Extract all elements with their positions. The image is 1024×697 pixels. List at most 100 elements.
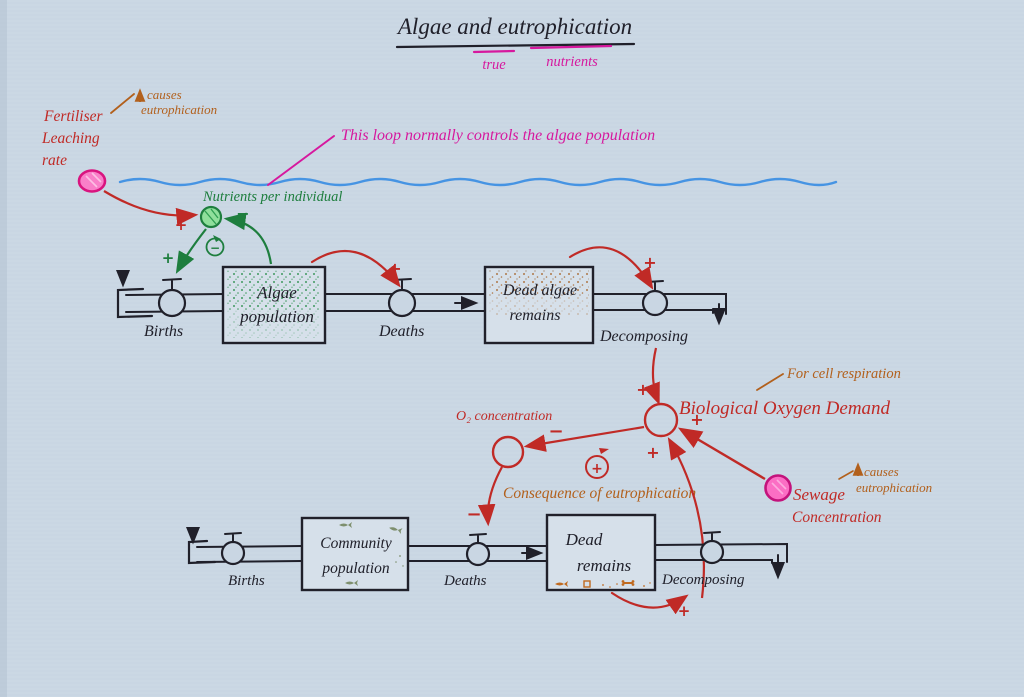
- title-underline: [395, 42, 636, 49]
- link-deadalgae-to-decomposing: [568, 246, 654, 290]
- deaths-valve: [465, 541, 491, 567]
- polarity-sign: −: [236, 204, 249, 223]
- community-flow-diagram: Community population Dead remains Births…: [186, 513, 788, 620]
- consequence-label: Consequence of eutrophication: [503, 485, 696, 502]
- births-flow-label: Births: [144, 323, 183, 340]
- oxygen-network-group: + Biological Oxygen Demand For cell resp…: [456, 347, 932, 599]
- nutrients-loop-group: Nutrients per individual + + − −: [103, 189, 342, 274]
- link-fertiliser-to-nutrients: [103, 190, 199, 226]
- link-decomposing-to-bod: [643, 347, 660, 406]
- polarity-sign: +: [678, 602, 691, 620]
- loop-note-group: This loop normally controls the algae po…: [267, 127, 655, 186]
- decomposing-valve: [641, 289, 669, 317]
- nutrients-label: Nutrients per individual: [202, 189, 342, 205]
- births-valve-handle: [224, 532, 242, 543]
- reinforcing-loop-icon: [585, 455, 609, 479]
- balancing-loop-sign: −: [210, 241, 220, 255]
- algae-flow-diagram: Algae population Dead algae remains Birt…: [116, 246, 727, 345]
- causes-right-line2: eutrophication: [856, 480, 932, 495]
- polarity-sign: +: [388, 259, 401, 278]
- algae-stipple: [227, 270, 321, 310]
- bod-node: [643, 402, 679, 438]
- loop-note-pointer-line: [267, 135, 335, 186]
- decomposing-valve-handle: [703, 531, 721, 542]
- deaths-flow-label: Deaths: [443, 573, 487, 589]
- sewage-circle-hatch: [771, 479, 787, 495]
- etymology-underline-nutrients: [529, 44, 613, 50]
- polarity-sign: +: [690, 410, 703, 429]
- fertiliser-group: Fertiliser Leaching rate causes eutrophi…: [41, 87, 217, 193]
- link-bod-to-o2: [523, 425, 645, 452]
- etymology-true-label: true: [482, 57, 506, 73]
- reinforcing-loop-sign: +: [591, 461, 603, 477]
- decomposing-valve: [699, 539, 725, 565]
- births-valve: [220, 540, 246, 566]
- dead-remains-label-line2: remains: [577, 556, 632, 575]
- balancing-loop-arrowhead: [213, 235, 221, 242]
- decomposing-flow-label: Decomposing: [661, 572, 745, 588]
- bod-label: Biological Oxygen Demand: [679, 398, 891, 419]
- births-flow-label: Births: [228, 573, 265, 589]
- fertiliser-label-line2: Leaching: [41, 130, 100, 147]
- births-valve: [157, 288, 187, 318]
- link-nutrients-to-births: [175, 228, 207, 274]
- flow-pipe: [196, 545, 303, 563]
- deaths-flow-label: Deaths: [378, 323, 424, 340]
- community-fish-doodles: [339, 522, 404, 586]
- nutrients-circle-hatch: [204, 208, 219, 225]
- algae-stock-label-line2: population: [239, 307, 314, 326]
- water-surface-wave: [118, 177, 838, 187]
- polarity-sign: +: [636, 380, 649, 399]
- fertiliser-label-line1: Fertiliser: [43, 108, 104, 125]
- polarity-sign: −: [466, 504, 481, 525]
- polarity-sign: +: [175, 216, 188, 234]
- polarity-sign: +: [162, 249, 175, 267]
- dead-remains-stock: [545, 513, 657, 592]
- title-group: Algae and eutrophication true nutrients: [395, 14, 636, 73]
- polarity-sign: +: [643, 253, 656, 272]
- link-deadremains-to-decomposing: [610, 591, 689, 615]
- link-community-decomposing-to-bod: [667, 437, 705, 599]
- dead-algae-stipple: [489, 296, 589, 316]
- decomposing-flow-label: Decomposing: [599, 328, 688, 345]
- births-valve-handle: [162, 278, 182, 291]
- community-population-stock: [300, 516, 410, 592]
- cell-respiration-label: For cell respiration: [786, 366, 901, 382]
- algae-stock-label-line1: Algae: [256, 283, 297, 302]
- etymology-underline-true: [472, 49, 516, 54]
- dead-remains-doodles: [555, 580, 651, 588]
- deaths-valve: [387, 288, 417, 318]
- polarity-sign: −: [548, 421, 563, 442]
- causes-note-pointer-line: [110, 93, 135, 114]
- page-title: Algae and eutrophication: [396, 14, 632, 39]
- dead-algae-label-line1: Dead algae: [502, 282, 577, 299]
- deaths-valve-handle: [469, 533, 487, 544]
- causes-note-line1: causes: [147, 87, 182, 102]
- o2-node: [491, 435, 525, 469]
- algae-stipple: [227, 310, 321, 338]
- reinforcing-loop-arrowhead: [599, 448, 609, 454]
- o2-label: O₂ concentration: [456, 409, 552, 424]
- link-sewage-to-bod: [677, 427, 766, 481]
- etymology-nutrients-label: nutrients: [546, 54, 598, 70]
- dead-remains-label-line1: Dead: [565, 530, 603, 549]
- link-algae-to-nutrients: [223, 212, 273, 265]
- community-stock-label-line1: Community: [320, 535, 392, 552]
- dead-algae-label-line2: remains: [510, 307, 561, 324]
- link-algae-to-deaths: [310, 249, 401, 288]
- causes-right-pointer-line: [838, 470, 854, 480]
- dead-algae-stipple: [489, 270, 589, 296]
- paper-left-edge: [0, 0, 7, 697]
- sewage-label-line1: Sewage: [793, 485, 845, 504]
- fertiliser-label-line3: rate: [42, 152, 67, 169]
- polarity-sign: +: [646, 443, 659, 462]
- loop-note-text: This loop normally controls the algae po…: [341, 127, 655, 144]
- sewage-label-line2: Concentration: [792, 509, 882, 526]
- fertiliser-circle-hatch: [85, 172, 102, 188]
- causes-note-line2: eutrophication: [141, 102, 217, 117]
- community-stock-label-line2: population: [321, 560, 389, 577]
- link-o2-to-community-deaths: [477, 466, 503, 527]
